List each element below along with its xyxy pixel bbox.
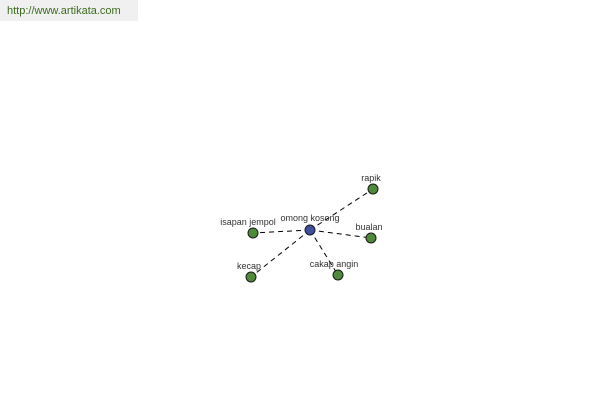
node-bualan[interactable]: bualan: [355, 222, 383, 244]
node-isapan-jempol[interactable]: isapan jempol: [220, 217, 276, 239]
edge-kecap: [250, 229, 311, 278]
node-omong-kosong[interactable]: omong kosong: [280, 213, 340, 236]
node-isapan-jempol-dot[interactable]: [247, 227, 259, 239]
node-bualan-label: bualan: [355, 222, 382, 232]
node-kecap[interactable]: kecap: [237, 261, 261, 283]
node-cakap-angin-dot[interactable]: [332, 269, 344, 281]
edge-rapik: [309, 188, 374, 231]
node-rapik[interactable]: rapik: [361, 173, 381, 195]
node-kecap-dot[interactable]: [245, 271, 257, 283]
node-kecap-label: kecap: [237, 261, 261, 271]
edge-bualan: [309, 229, 372, 239]
node-rapik-label: rapik: [361, 173, 381, 183]
node-omong-kosong-dot[interactable]: [304, 224, 316, 236]
nodes-layer: rapik isapan jempol bualan kecap cakap angin…: [220, 173, 383, 283]
edge-isapan-jempol: [252, 229, 311, 234]
node-rapik-dot[interactable]: [367, 183, 379, 195]
node-omong-kosong-label: omong kosong: [280, 213, 339, 223]
node-cakap-angin[interactable]: cakap angin: [310, 259, 359, 281]
node-isapan-jempol-label: isapan jempol: [220, 217, 276, 227]
site-url[interactable]: http://www.artikata.com: [0, 0, 138, 21]
edges-layer: [250, 188, 374, 278]
node-bualan-dot[interactable]: [365, 232, 377, 244]
node-cakap-angin-label: cakap angin: [310, 259, 359, 269]
